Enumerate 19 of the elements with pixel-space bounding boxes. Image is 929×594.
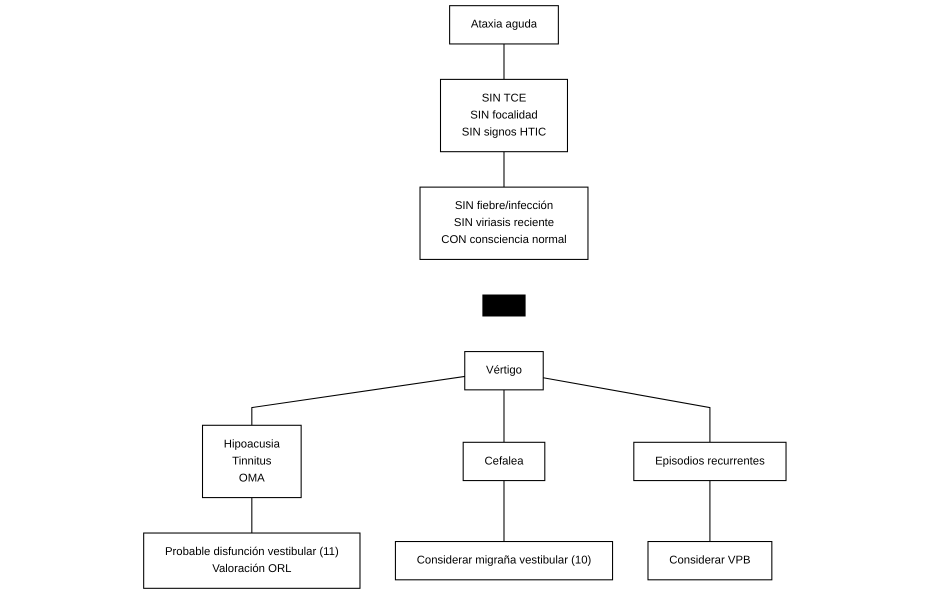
node-box: Cefalea: [462, 442, 545, 482]
node-box: Vértigo: [464, 351, 544, 390]
node-box: Ataxia aguda: [448, 5, 559, 44]
connector: [503, 480, 504, 542]
connector: [542, 377, 710, 442]
connector: [503, 44, 504, 80]
node-cross: [482, 294, 526, 316]
connector: [709, 480, 710, 542]
node-box: Probable disfunción vestibular (11) Valoración ORL: [142, 532, 360, 589]
connector: [503, 390, 504, 442]
node-box: Considerar VPB: [647, 541, 772, 580]
node-box: Considerar migraña vestibular (10): [394, 541, 613, 580]
connector: [250, 376, 464, 426]
node-box: SIN fiebre/infección SIN viriasis reciente CON consciencia normal: [419, 186, 588, 260]
connector: [503, 152, 504, 188]
node-box: Hipoacusia Tinnitus OMA: [202, 424, 302, 498]
connector: [250, 498, 252, 534]
node-box: Episodios recurrentes: [632, 442, 786, 482]
node-box: SIN TCE SIN focalidad SIN signos HTIC: [440, 78, 568, 152]
